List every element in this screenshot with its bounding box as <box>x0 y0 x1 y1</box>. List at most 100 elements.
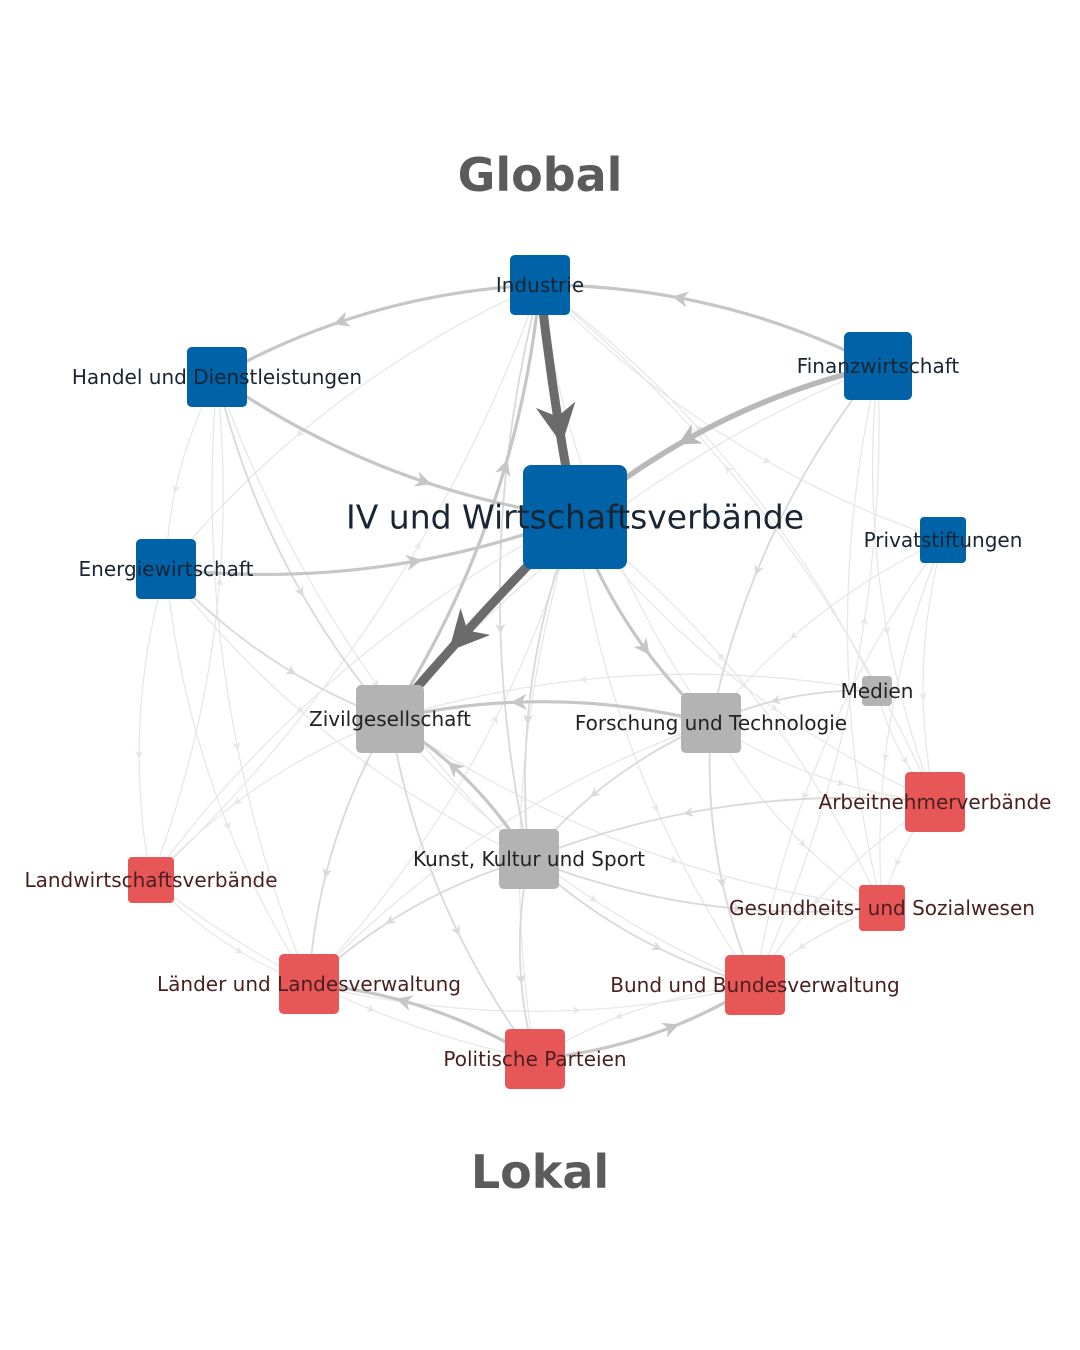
edge-arrowhead-icon <box>405 554 423 571</box>
title-global: Global <box>457 148 623 202</box>
edge-arrowhead-icon <box>797 838 806 847</box>
node-energie[interactable] <box>136 539 196 599</box>
edge-arrowhead-icon <box>650 802 659 812</box>
node-label-zivil: Zivilgesellschaft <box>309 707 471 731</box>
node-label-medien: Medien <box>841 679 914 703</box>
edge-arrowhead-icon <box>322 867 333 879</box>
node-label-laender: Länder und Landesverwaltung <box>157 972 461 996</box>
edge-arrowhead-icon <box>650 940 662 950</box>
edge-arrowhead-icon <box>232 741 241 751</box>
edge-handel-to-laender <box>211 376 310 985</box>
edge-handel-to-kunst <box>216 376 530 860</box>
edge-arrowhead-icon <box>895 857 903 867</box>
edge-arrowhead-icon <box>215 578 224 587</box>
edge-arrowhead-icon <box>770 694 782 705</box>
node-medien[interactable] <box>862 676 892 706</box>
node-label-privat: Privatstiftungen <box>864 528 1023 552</box>
node-label-kunst: Kunst, Kultur und Sport <box>413 847 645 871</box>
edge-zivil-to-industrie <box>388 284 542 720</box>
edge-arrowhead-icon <box>535 401 576 445</box>
edge-forschung-to-zivil <box>389 700 712 725</box>
edge-arrowhead-icon <box>495 623 506 634</box>
node-label-iv: IV und Wirtschaftsverbände <box>346 498 804 537</box>
edge-zivil-to-parteien <box>389 718 536 1060</box>
edge-zivil-to-gesundheit <box>389 718 883 909</box>
edge-finanz-to-arbeitnehmer <box>871 365 936 803</box>
edge-arrowhead-icon <box>333 311 352 327</box>
node-bund[interactable] <box>725 955 785 1015</box>
edge-finanz-to-zivil <box>389 365 879 720</box>
edge-arrowhead-icon <box>754 564 764 576</box>
edge-medien-to-zivil <box>389 673 878 720</box>
edge-arrowhead-icon <box>717 652 726 662</box>
edge-kunst-to-gesundheit <box>528 858 883 913</box>
edge-arrowhead-icon <box>683 806 694 817</box>
edge-iv-to-landwirt <box>150 516 576 881</box>
edge-arrowhead-icon <box>790 630 799 640</box>
edge-arrowhead-icon <box>450 924 460 936</box>
node-label-arbeitnehmer: Arbeitnehmerverbände <box>819 790 1052 814</box>
node-zivil[interactable] <box>356 685 424 753</box>
node-landwirt[interactable] <box>128 857 174 903</box>
edges-light-layer <box>165 284 936 1060</box>
edge-arrowhead-icon <box>135 750 144 759</box>
node-arbeitnehmer[interactable] <box>905 772 965 832</box>
node-forschung[interactable] <box>681 693 741 753</box>
edge-arrowhead-icon <box>725 465 734 475</box>
node-label-handel: Handel und Dienstleistungen <box>72 365 362 389</box>
node-kunst[interactable] <box>499 829 559 889</box>
edge-energie-to-iv <box>165 515 576 577</box>
edge-arrowhead-icon <box>660 1022 679 1038</box>
node-gesundheit[interactable] <box>859 885 905 931</box>
node-label-finanz: Finanzwirtschaft <box>797 354 960 378</box>
edge-arrowhead-icon <box>835 778 845 786</box>
edge-arrowhead-icon <box>579 675 588 684</box>
node-label-energie: Energiewirtschaft <box>79 557 254 581</box>
edge-finanz-to-gesundheit <box>846 365 883 909</box>
edge-industrie-to-energie <box>165 284 541 570</box>
edge-gesundheit-to-iv <box>574 516 883 909</box>
edge-arrowhead-icon <box>732 903 743 914</box>
node-privat[interactable] <box>920 517 966 563</box>
edge-arrowhead-icon <box>396 995 414 1011</box>
node-laender[interactable] <box>279 954 339 1014</box>
edge-arrowhead-icon <box>669 855 679 864</box>
edge-arrowhead-icon <box>523 714 534 725</box>
node-parteien[interactable] <box>505 1029 565 1089</box>
edge-arbeitnehmer-to-industrie <box>539 284 936 803</box>
edge-arrowhead-icon <box>296 704 306 714</box>
edge-arrowhead-icon <box>385 914 397 925</box>
node-label-industrie: Industrie <box>496 273 584 297</box>
edge-zivil-to-landwirt <box>150 718 391 881</box>
node-iv[interactable] <box>523 465 627 569</box>
edge-arrowhead-icon <box>615 1011 624 1019</box>
edge-arrowhead-icon <box>677 424 703 445</box>
node-label-parteien: Politische Parteien <box>443 1047 626 1071</box>
edge-energie-to-laender <box>165 568 310 985</box>
edge-kunst-to-laender <box>308 858 530 985</box>
edge-medien-to-industrie <box>539 284 878 692</box>
node-label-forschung: Forschung und Technologie <box>575 711 847 735</box>
edge-arrowhead-icon <box>769 703 778 712</box>
edge-privat-to-gesundheit <box>879 539 944 909</box>
edge-arrowhead-icon <box>294 585 304 597</box>
edge-arrowhead-icon <box>495 459 511 478</box>
edge-arrowhead-icon <box>672 291 690 308</box>
edge-arrowhead-icon <box>859 616 868 626</box>
edge-arrowhead-icon <box>588 894 598 902</box>
edge-privat-to-bund <box>754 539 944 986</box>
node-finanz[interactable] <box>844 332 912 400</box>
edge-arrowhead-icon <box>761 455 771 464</box>
edge-industrie-to-handel <box>216 283 541 379</box>
edge-arrowhead-icon <box>296 428 305 437</box>
edge-arrowhead-icon <box>919 692 928 701</box>
edge-arrowhead-icon <box>633 637 650 655</box>
edge-arrowhead-icon <box>413 471 432 487</box>
node-label-landwirt: Landwirtschaftsverbände <box>24 868 277 892</box>
node-handel[interactable] <box>187 347 247 407</box>
edge-arrowhead-icon <box>448 608 491 652</box>
node-industrie[interactable] <box>510 255 570 315</box>
edge-industrie-to-kunst <box>498 284 541 860</box>
